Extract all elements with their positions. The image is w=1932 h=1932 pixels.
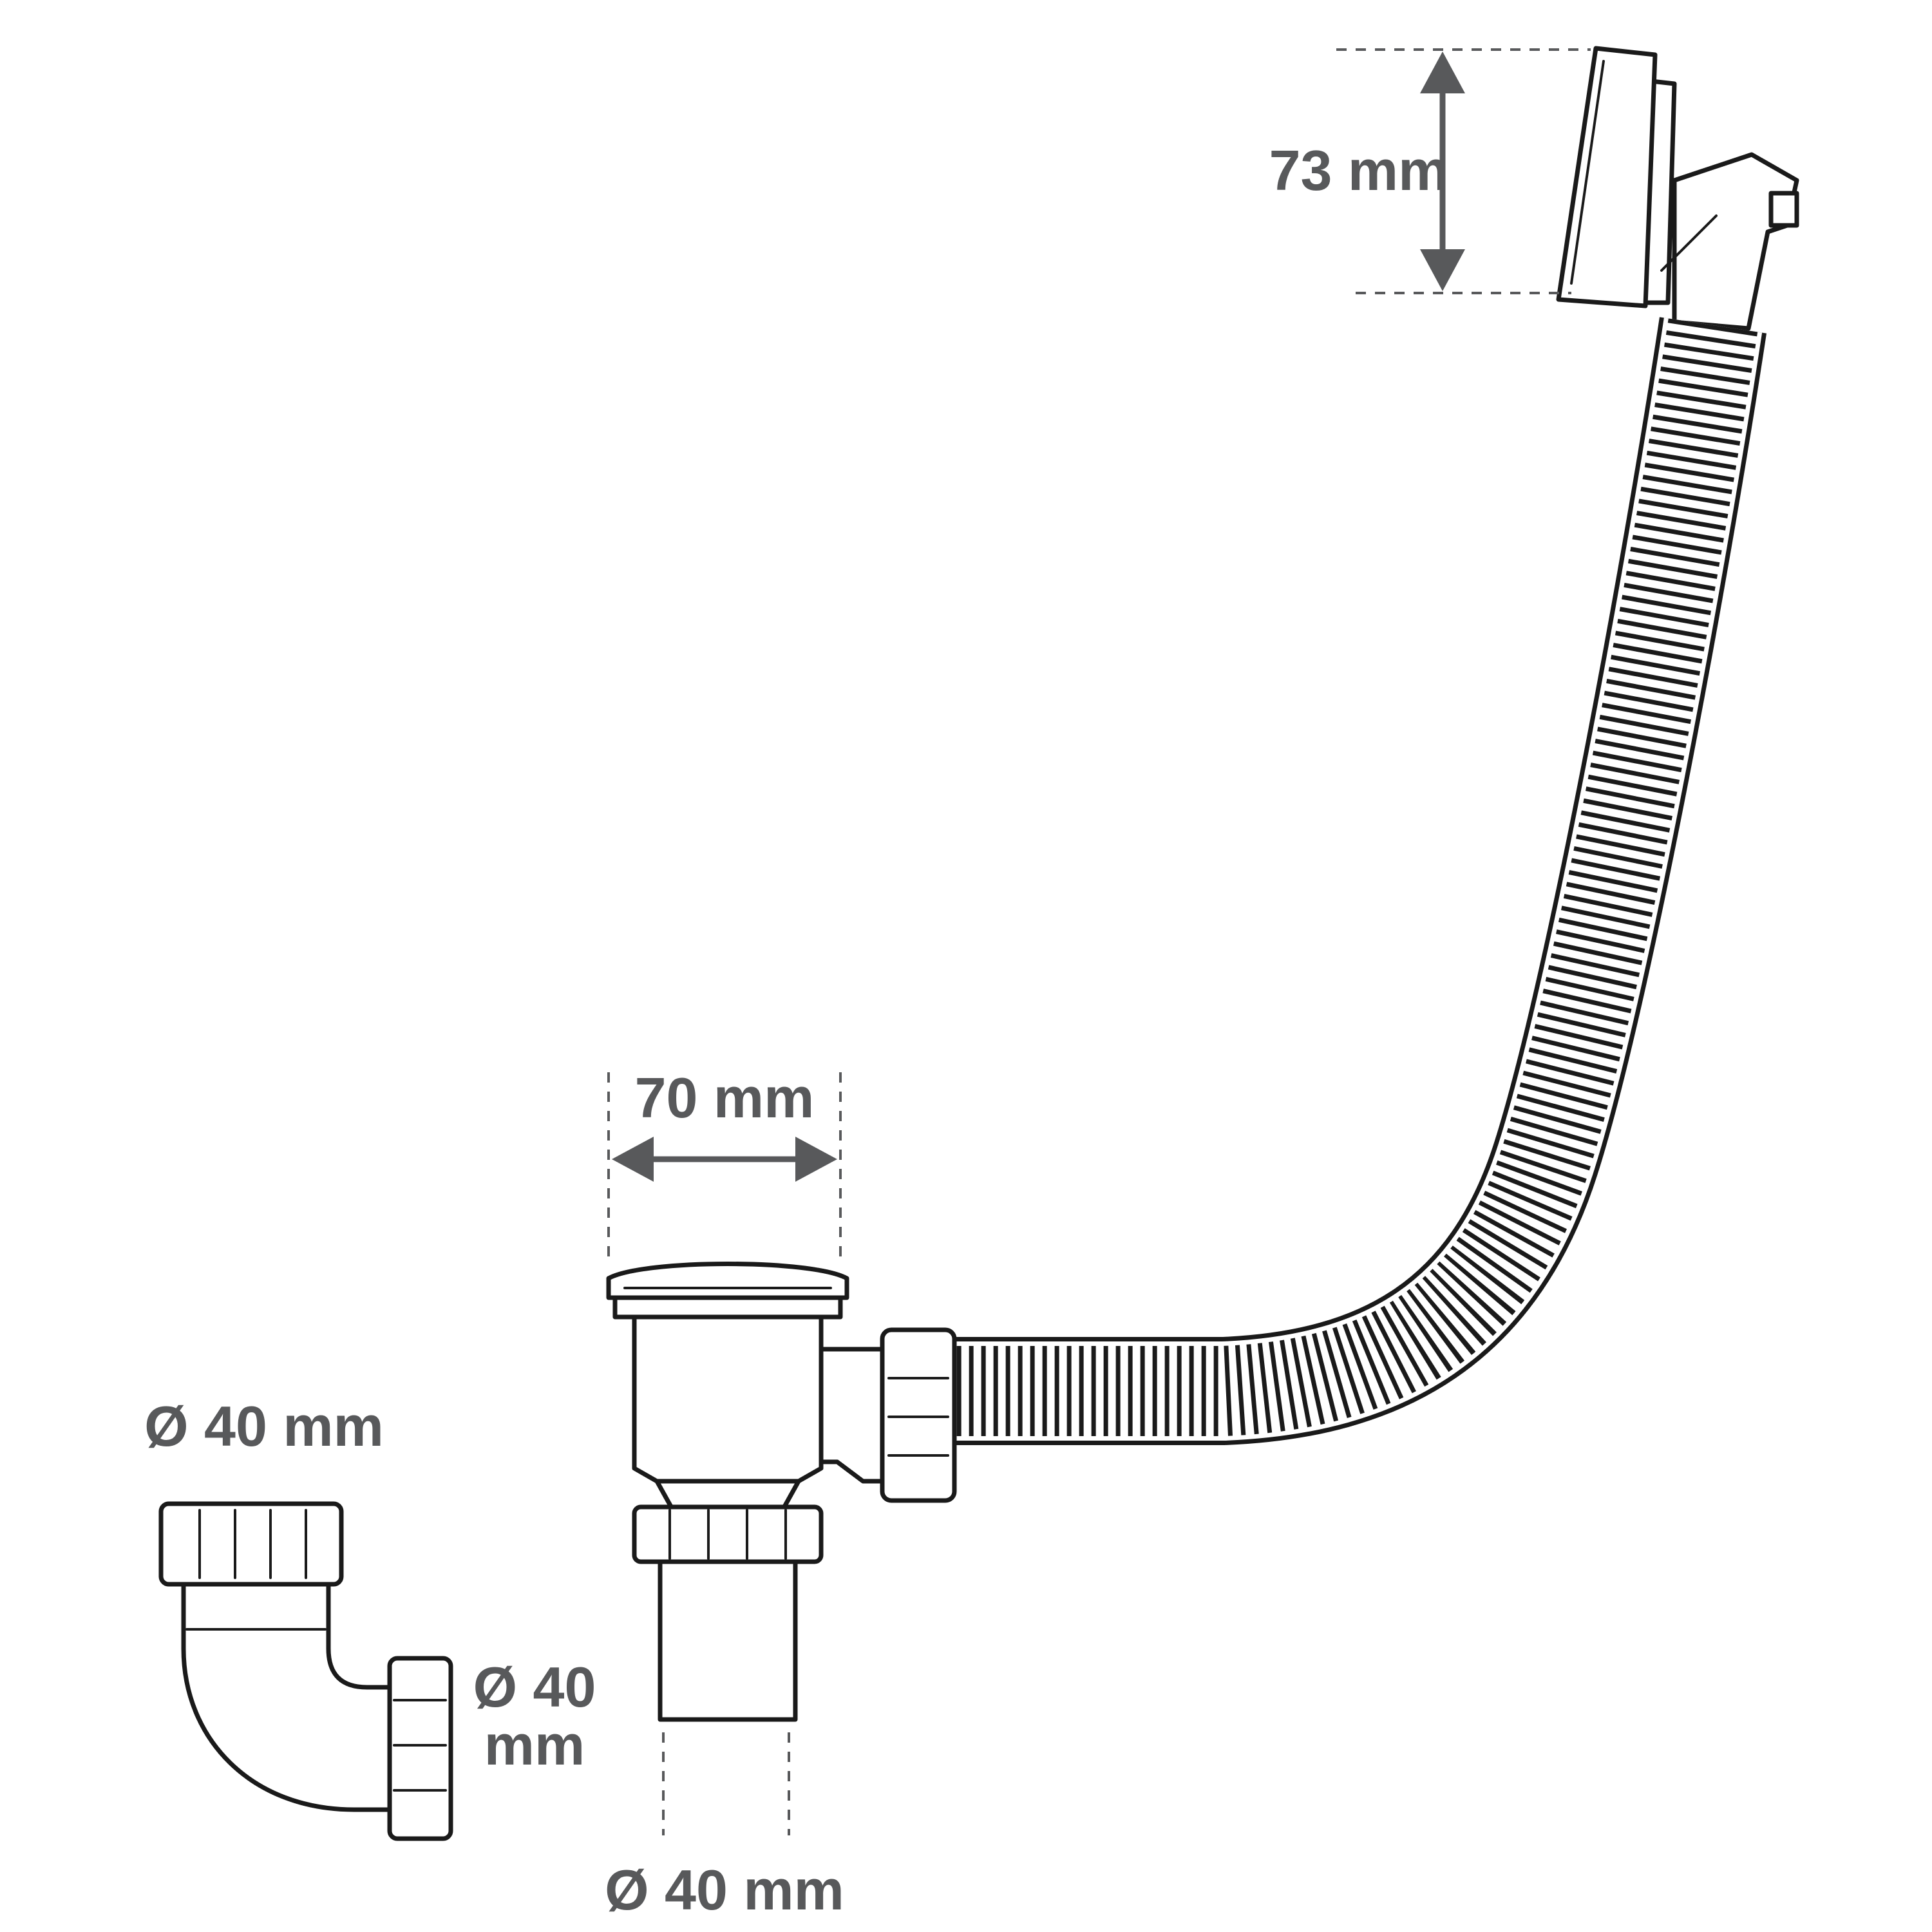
arrow-down-icon [1420,249,1465,291]
overflow-unit [1556,46,1799,331]
outlet-pipe [658,1559,798,1722]
union-nut [880,1327,957,1503]
elbow-top-nut [158,1501,344,1587]
arrow-up-icon [1420,52,1465,93]
dimension-label-elbow-side-1: Ø 40 [473,1655,596,1719]
dimension-label-73mm: 73 mm [1269,138,1449,202]
arrow-left-icon [612,1137,654,1182]
arrow-right-icon [795,1137,837,1182]
bottom-nut [632,1504,824,1564]
dimension-label-elbow-side-2: mm [484,1713,585,1777]
waste-unit [606,1262,957,1722]
dimension-overflow-height: 73 mm [1269,48,1591,294]
dimension-label-elbow-top: Ø 40 mm [144,1394,384,1458]
dimension-waste-width: 70 mm [607,1066,842,1259]
elbow-side-nut [387,1656,453,1841]
dimension-waste-outlet: Ø 40 mm [605,1732,844,1922]
dimension-label-outlet: Ø 40 mm [605,1858,844,1922]
flexible-hose [940,317,1767,1445]
dimension-label-70mm: 70 mm [635,1066,815,1130]
elbow-fitting [158,1501,453,1841]
